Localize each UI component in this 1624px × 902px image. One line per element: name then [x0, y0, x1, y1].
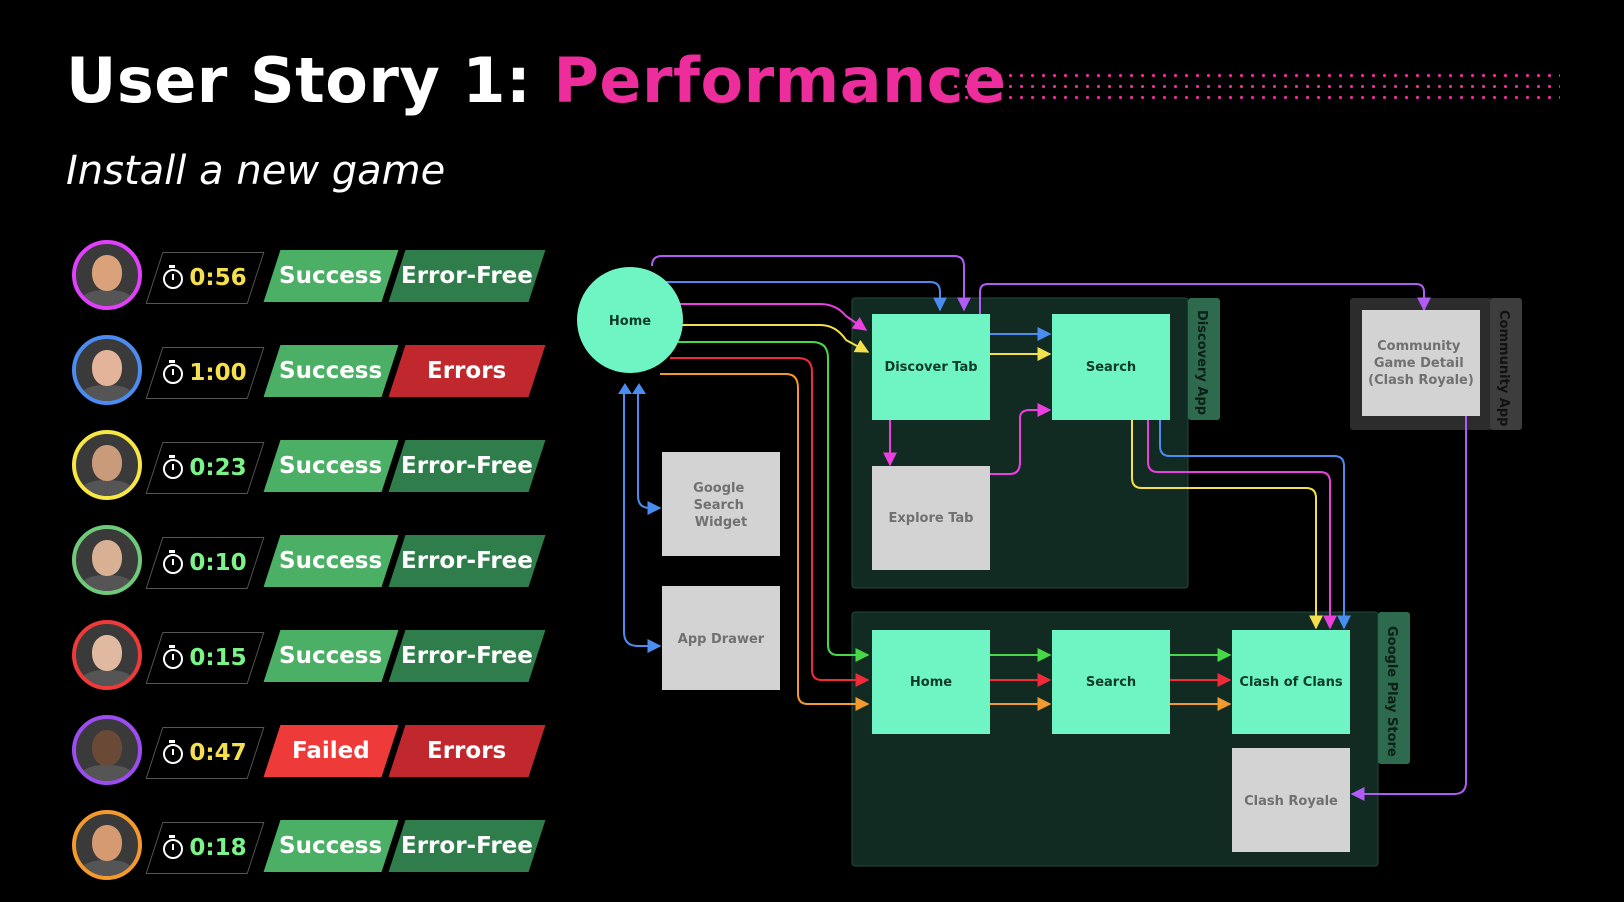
store-search-label: Search	[1086, 675, 1136, 690]
discovery-app-label: Discovery App	[1194, 310, 1209, 415]
app-drawer-node	[662, 586, 780, 690]
community-app-label: Community App	[1496, 310, 1511, 426]
avatar-face	[92, 350, 122, 386]
explore-tab-node	[872, 466, 990, 570]
avatar-shoulders	[80, 290, 134, 306]
play-store-tab	[1378, 612, 1410, 764]
widget-label-line3: Widget	[695, 515, 747, 530]
avatar-face	[92, 540, 122, 576]
explore-tab-label: Explore Tab	[889, 511, 974, 526]
discover-tab-node	[872, 314, 990, 420]
discovery-app-tab	[1188, 298, 1220, 420]
clash-royale-label: Clash Royale	[1244, 794, 1338, 809]
clash-of-clans-node	[1232, 630, 1350, 734]
google-search-widget-label: Google Search Widget	[693, 481, 749, 530]
community-label-line2: Game Detail	[1374, 356, 1464, 371]
discovery-search-node	[1052, 314, 1170, 420]
avatar	[72, 620, 142, 690]
google-search-widget-node	[662, 452, 780, 556]
community-game-detail-label: Community Game Detail (Clash Royale)	[1368, 339, 1474, 388]
community-label-line3: (Clash Royale)	[1368, 373, 1474, 388]
community-label-line1: Community	[1377, 339, 1461, 354]
avatar-face	[92, 730, 122, 766]
avatar	[72, 525, 142, 595]
discovery-search-label: Search	[1086, 360, 1136, 375]
widget-label-line1: Google	[693, 481, 744, 496]
clash-of-clans-label: Clash of Clans	[1239, 675, 1342, 690]
avatar	[72, 335, 142, 405]
clash-royale-node	[1232, 748, 1350, 852]
avatar-shoulders	[80, 480, 134, 496]
title-prefix: User Story 1:	[66, 44, 554, 117]
avatar-shoulders	[80, 670, 134, 686]
page-title: User Story 1: Performance	[66, 44, 1007, 117]
home-node-label: Home	[609, 314, 651, 329]
community-game-detail-node	[1362, 310, 1480, 416]
avatar-shoulders	[80, 385, 134, 401]
discover-tab-label: Discover Tab	[884, 360, 977, 375]
store-search-node	[1052, 630, 1170, 734]
home-input-arrows	[618, 383, 646, 394]
community-app-tab	[1490, 298, 1522, 430]
avatar-shoulders	[80, 765, 134, 781]
widget-label-line2: Search	[694, 498, 744, 513]
store-home-node	[872, 630, 990, 734]
avatar-face	[92, 635, 122, 671]
page-subtitle: Install a new game	[66, 148, 446, 194]
avatar	[72, 715, 142, 785]
avatar	[72, 240, 142, 310]
avatar-face	[92, 825, 122, 861]
avatar	[72, 430, 142, 500]
avatar-face	[92, 445, 122, 481]
avatar	[72, 810, 142, 880]
avatar-shoulders	[80, 575, 134, 591]
title-highlight: Performance	[553, 44, 1007, 117]
store-home-label: Home	[910, 675, 952, 690]
avatar-shoulders	[80, 860, 134, 876]
play-store-label: Google Play Store	[1384, 626, 1399, 757]
decorative-dot-grid	[950, 70, 1560, 104]
avatar-face	[92, 255, 122, 291]
home-node	[577, 267, 683, 373]
app-drawer-label: App Drawer	[678, 632, 765, 647]
